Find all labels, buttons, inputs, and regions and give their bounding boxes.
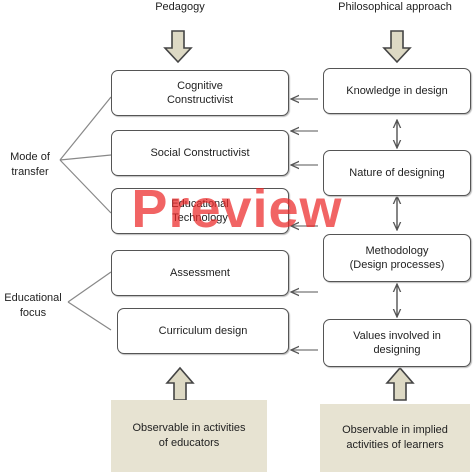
philosophical-approach-header: Philosophical approach [338, 1, 452, 13]
box-label-line1: Social Constructivist [150, 147, 250, 159]
box-label-line2: Technology [172, 212, 228, 224]
side-label-line2: focus [19, 307, 47, 319]
educators-observable-box: Observable in activities of educators [111, 400, 267, 472]
curriculum-design-box: Curriculum design [117, 308, 289, 354]
knowledge-in-design-box: Knowledge in design [323, 68, 471, 114]
footer-line1: Observable in activities [132, 422, 246, 434]
box-label-line1: Cognitive [177, 80, 223, 92]
philosophy-down-block-arrow [382, 30, 412, 64]
side-label-line2: transfer [11, 166, 49, 178]
educational-focus-label: Educational focus [0, 291, 66, 321]
educational-focus-bracket [67, 271, 112, 331]
assessment-box: Assessment [111, 250, 289, 296]
box-label-line1: Educational [171, 198, 229, 210]
cognitive-constructivist-box: Cognitive Constructivist [111, 70, 289, 116]
values-involved-box: Values involved in designing [323, 319, 471, 367]
box-label-line2: designing [373, 344, 421, 356]
box-label-line1: Values involved in [353, 330, 441, 342]
side-label-line1: Educational [4, 292, 62, 304]
educational-technology-box: Educational Technology [111, 188, 289, 234]
footer-line1: Observable in implied [342, 424, 448, 436]
learners-observable-box: Observable in implied activities of lear… [320, 404, 470, 472]
footer-line2: of educators [158, 437, 220, 449]
box-label-line1: Curriculum design [158, 325, 248, 337]
footer-line2: activities of learners [346, 439, 444, 451]
methodology-box: Methodology (Design processes) [323, 234, 471, 282]
pedagogy-down-block-arrow [163, 30, 193, 64]
box-label-line1: Knowledge in design [346, 85, 448, 97]
box-label-line1: Nature of designing [349, 167, 445, 179]
box-label-line2: (Design processes) [349, 259, 445, 271]
box-label-line2: Constructivist [166, 94, 234, 106]
educators-up-block-arrow [165, 366, 195, 401]
box-label-line1: Methodology [365, 245, 429, 257]
social-constructivist-box: Social Constructivist [111, 130, 289, 176]
side-label-line1: Mode of [10, 151, 50, 163]
box-label-line1: Assessment [170, 267, 230, 279]
mode-of-transfer-bracket [59, 96, 112, 214]
learners-up-block-arrow [385, 366, 415, 401]
mode-of-transfer-label: Mode of transfer [0, 150, 60, 180]
pedagogy-header: Pedagogy [155, 1, 205, 13]
nature-of-designing-box: Nature of designing [323, 150, 471, 196]
